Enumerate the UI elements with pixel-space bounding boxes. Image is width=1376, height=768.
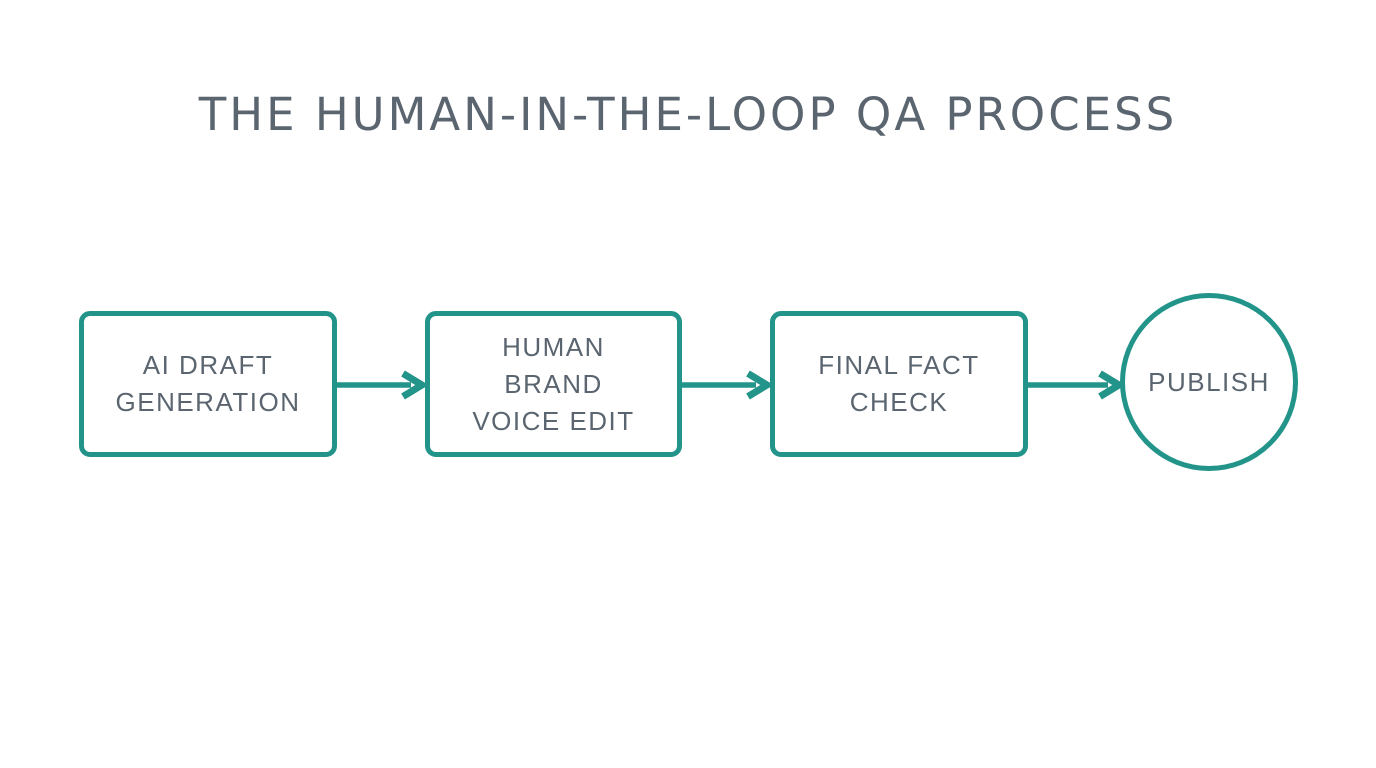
flow-node-human-brand-voice-edit: HUMAN BRAND VOICE EDIT (425, 311, 682, 457)
node-label-publish: PUBLISH (1148, 366, 1270, 397)
node-label-human-brand-voice-edit: HUMAN BRAND VOICE EDIT (472, 331, 635, 436)
flow-node-publish: PUBLISH (1120, 293, 1298, 471)
flow-arrow-2 (682, 370, 770, 400)
diagram-title: THE HUMAN-IN-THE-LOOP QA PROCESS (198, 88, 1178, 141)
flow-arrow-1 (337, 370, 425, 400)
node-label-ai-draft-generation: AI DRAFT GENERATION (115, 350, 301, 417)
flow-node-final-fact-check: FINAL FACT CHECK (770, 311, 1028, 457)
node-label-final-fact-check: FINAL FACT CHECK (818, 350, 980, 417)
flow-node-ai-draft-generation: AI DRAFT GENERATION (79, 311, 337, 457)
flow-arrow-3 (1028, 370, 1122, 400)
